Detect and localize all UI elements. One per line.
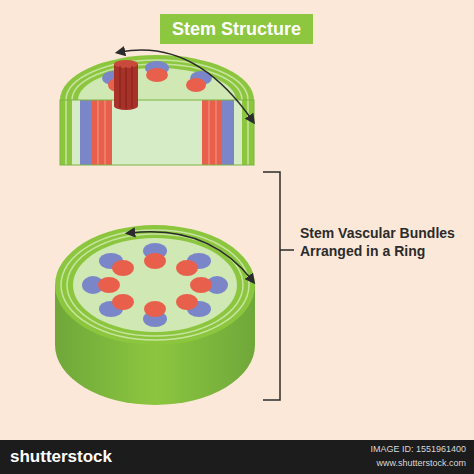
logo-text: shutterstock bbox=[10, 447, 112, 467]
image-id: IMAGE ID: 1551961400 bbox=[370, 444, 466, 454]
title-banner: Stem Structure bbox=[160, 14, 313, 44]
site-url: www.shutterstock.com bbox=[376, 458, 466, 468]
bracket-label: Stem Vascular Bundles Arranged in a Ring bbox=[300, 224, 465, 260]
